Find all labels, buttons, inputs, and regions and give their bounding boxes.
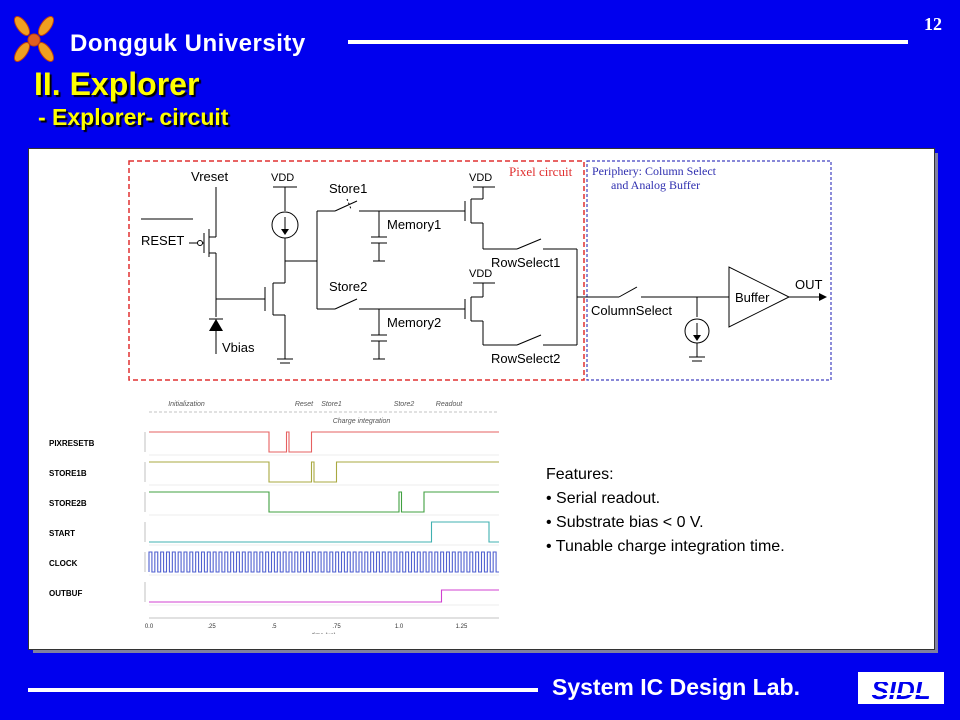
pixel-circuit-label: Pixel circuit xyxy=(509,164,573,179)
reset-label: RESET xyxy=(141,233,184,248)
university-name: Dongguk University xyxy=(70,30,306,57)
time-tick-label: .75 xyxy=(332,624,341,630)
page-number: 12 xyxy=(924,14,942,34)
store1-label: Store1 xyxy=(329,181,367,196)
time-tick-label: .5 xyxy=(271,624,277,630)
timing-phase-label: Initialization xyxy=(168,401,205,408)
sidl-logo-text: SIDL xyxy=(871,675,930,705)
store2-label: Store2 xyxy=(329,279,367,294)
rowselect2-label: RowSelect2 xyxy=(491,351,560,366)
slide-title: II. Explorer xyxy=(34,66,200,102)
timing-phase-label: Reset xyxy=(295,401,314,408)
memory2-label: Memory2 xyxy=(387,315,441,330)
waveform-outbuf xyxy=(149,589,499,603)
periphery-box xyxy=(586,160,832,381)
rowselect1-label: RowSelect1 xyxy=(491,255,560,270)
pixel-circuit-box xyxy=(128,160,585,381)
lab-name: System IC Design Lab. xyxy=(552,674,800,700)
timing-phase-label: Store1 xyxy=(321,401,342,408)
features-list: Features: • Serial readout. • Substrate … xyxy=(546,463,785,559)
waveform-store1b xyxy=(149,461,499,483)
signal-label: STORE1B xyxy=(49,469,87,478)
dongguk-logo-icon xyxy=(13,16,55,62)
vbias-label: Vbias xyxy=(222,340,255,355)
time-tick-label: .25 xyxy=(207,624,216,630)
buffer-amp-icon xyxy=(728,266,791,328)
charge-integration-label: Charge integration xyxy=(333,418,391,425)
timing-diagram: Initialization Reset Store1 Store2 ReadoutCh… xyxy=(49,401,499,634)
time-axis-label: time (µs) xyxy=(312,633,335,634)
waveform-start xyxy=(149,521,499,543)
footer-divider xyxy=(28,688,538,692)
features-heading: Features: xyxy=(546,466,614,483)
waveform-pixresetb xyxy=(149,431,499,453)
waveform-store2b xyxy=(149,491,499,513)
feature-item: • Serial readout. xyxy=(546,490,661,507)
feature-item: • Substrate bias < 0 V. xyxy=(546,514,704,531)
feature-item: • Tunable charge integration time. xyxy=(546,538,785,555)
vdd-label-3: VDD xyxy=(469,268,492,280)
content-panel: Pixel circuit Periphery: Column Select a… xyxy=(28,148,935,650)
waveform-clock xyxy=(148,551,499,573)
slide-subtitle: - Explorer- circuit xyxy=(38,104,229,130)
signal-label: OUTBUF xyxy=(49,589,82,598)
vreset-label: Vreset xyxy=(191,169,228,184)
memory1-label: Memory1 xyxy=(387,217,441,232)
timing-phase-label: Store2 xyxy=(394,401,415,408)
time-tick-label: 0.0 xyxy=(145,624,154,630)
vdd-label-2: VDD xyxy=(469,172,492,184)
columnselect-label: ColumnSelect xyxy=(591,303,672,318)
circuit-schematic: Pixel circuit Periphery: Column Select a… xyxy=(128,160,832,381)
time-tick-label: 1.25 xyxy=(456,624,468,630)
buffer-label: Buffer xyxy=(735,290,770,305)
signal-label: CLOCK xyxy=(49,559,78,568)
periphery-label-1: Periphery: Column Select xyxy=(592,164,717,178)
signal-label: PIXRESETB xyxy=(49,439,95,448)
vdd-label-1: VDD xyxy=(271,172,294,184)
time-tick-label: 1.0 xyxy=(395,624,404,630)
timing-phase-label: Readout xyxy=(436,401,464,408)
signal-label: START xyxy=(49,529,75,538)
signal-label: STORE2B xyxy=(49,499,87,508)
out-label: OUT xyxy=(795,277,823,292)
periphery-label-2: and Analog Buffer xyxy=(611,178,700,192)
sidl-logo-icon: SIDL xyxy=(858,672,944,705)
header-divider xyxy=(348,40,908,44)
